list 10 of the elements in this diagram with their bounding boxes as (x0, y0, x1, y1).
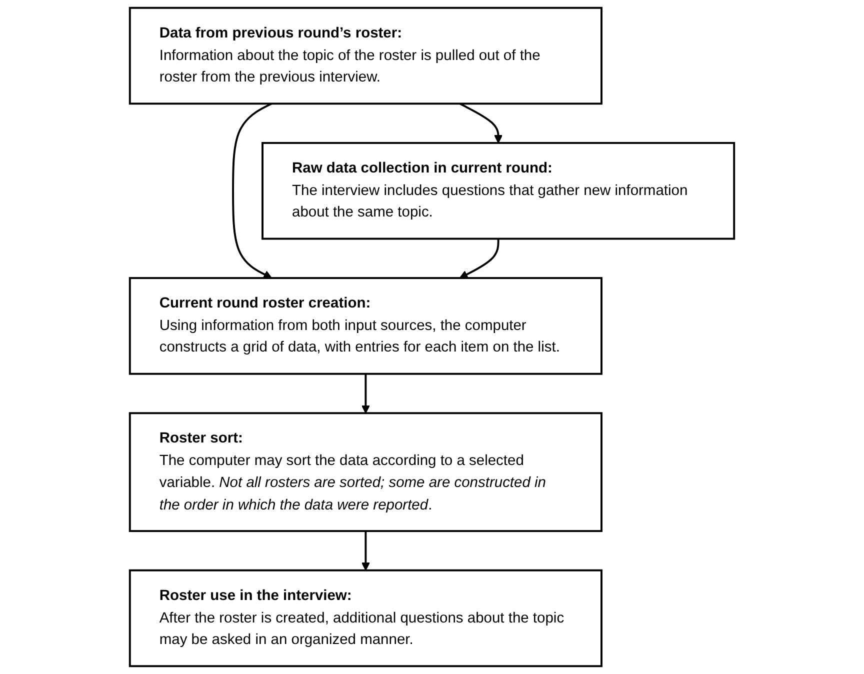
arrow (361, 531, 370, 571)
node-box: Raw data collection in current round: The interview includes questions that gather new information about the same topic. (262, 142, 736, 240)
arrow (459, 102, 503, 144)
arrow (232, 102, 272, 278)
node-box: Roster sort: The computer may sort the data according to a selected variable. Not all rosters are sorted; some are constructed in the order in which the data were reported. (128, 412, 602, 532)
node-box: Current round roster creation: Using information from both input sources, the computer constructs a grid of data, with entries for each item on the list. (128, 277, 602, 375)
arrow (459, 238, 500, 278)
node-box: Data from previous round’s roster: Information about the topic of the roster is pulled out of the roster from the previous interview. (128, 6, 602, 105)
arrow (361, 374, 370, 414)
node-box: Roster use in the interview: After the roster is created, additional questions about the topic may be asked in an organized manner. (128, 569, 602, 668)
